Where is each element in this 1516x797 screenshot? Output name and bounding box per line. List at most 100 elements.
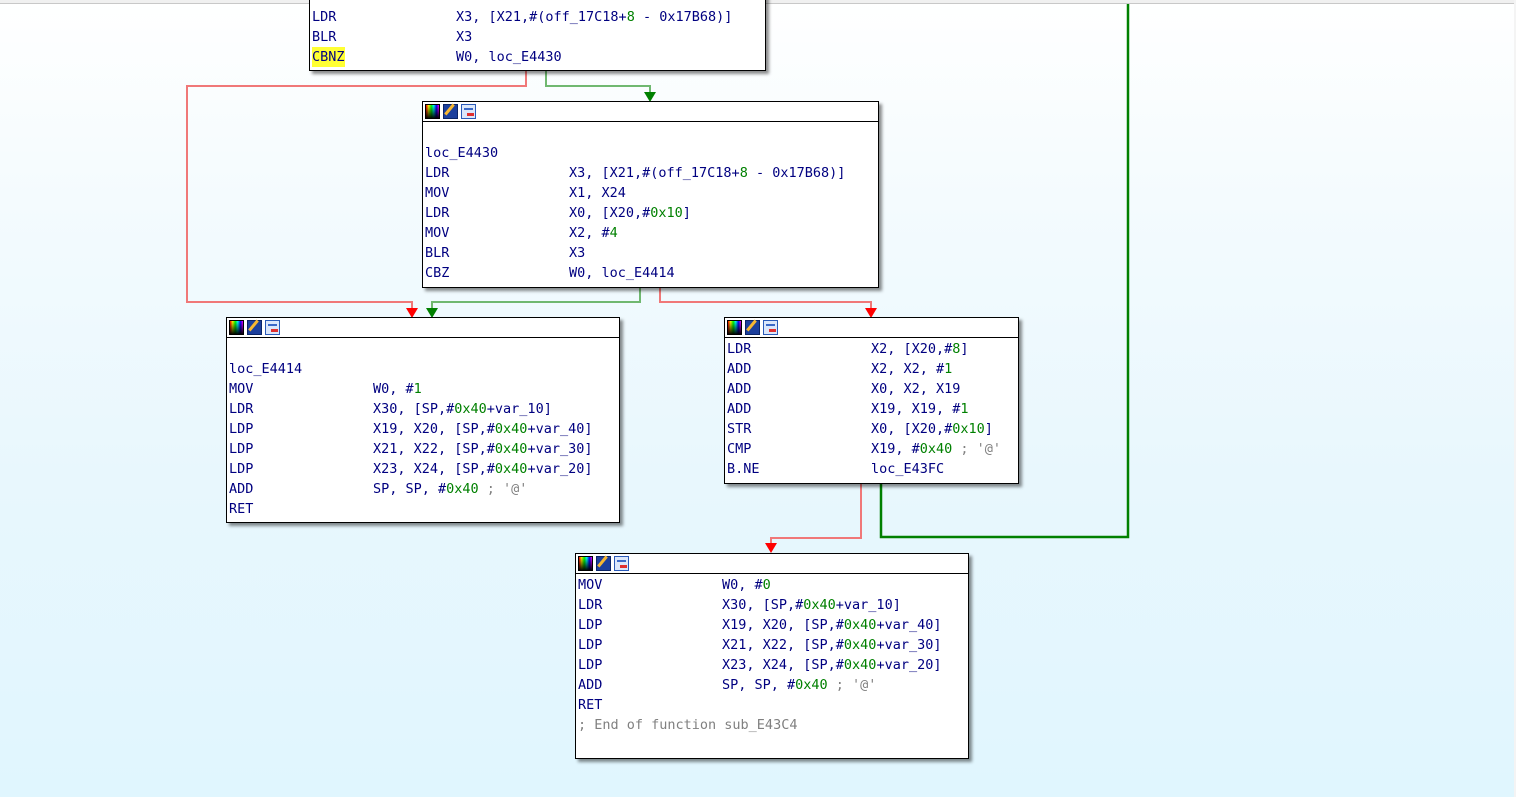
graph-nodes-icon[interactable] (614, 556, 629, 571)
operands: X19, X19, #1 (871, 399, 969, 419)
operand-text: W0, # (722, 577, 763, 593)
edit-node-icon[interactable] (745, 320, 760, 335)
instruction-row[interactable]: LDP X19, X20, [SP,#0x40+var_40] (577, 615, 968, 635)
inline-comment: ; '@' (827, 677, 877, 693)
edge-loop-to-exit[interactable] (770, 483, 862, 545)
operands: X21, X22, [SP,#0x40+var_30] (722, 635, 941, 655)
edit-node-icon[interactable] (247, 320, 262, 335)
operand-text: X23, X24, [SP,# (373, 461, 495, 477)
edit-node-icon[interactable] (596, 556, 611, 571)
operands: X3 (456, 27, 472, 47)
instruction-row[interactable]: RET (577, 695, 968, 715)
mnemonic: LDP (578, 657, 603, 673)
mnemonic: ADD (578, 677, 603, 693)
operand-text: X19, X20, [SP,# (373, 421, 495, 437)
immediate-value: 0x40 (494, 461, 528, 477)
color-palette-icon[interactable] (229, 320, 244, 335)
operand-text: X21, X22, [SP,# (722, 637, 844, 653)
graph-nodes-icon[interactable] (265, 320, 280, 335)
instruction-row[interactable]: MOV W0, #0 (577, 575, 968, 595)
operands: X23, X24, [SP,#0x40+var_20] (373, 459, 592, 479)
edit-node-icon[interactable] (443, 104, 458, 119)
instruction-row[interactable]: ADD X2, X2, #1 (726, 359, 1018, 379)
operand-text: X0, [X20,# (569, 205, 651, 221)
operands: W0, loc_E4430 (456, 47, 562, 67)
mnemonic: LDR (229, 401, 254, 417)
mnemonic: LDP (578, 617, 603, 633)
edge-loc_E4430-to-loc_E4414[interactable] (431, 287, 641, 310)
edge-loc_E4430-to-loop[interactable] (659, 287, 872, 310)
immediate-value: 0x40 (843, 617, 877, 633)
operands: X21, X22, [SP,#0x40+var_30] (373, 439, 592, 459)
graph-nodes-icon[interactable] (461, 104, 476, 119)
immediate-value: 1 (960, 401, 969, 417)
block-label[interactable]: loc_E4430 (425, 145, 499, 161)
instruction-row[interactable]: BLR X3 (311, 27, 765, 47)
instruction-row[interactable]: ADD X19, X19, #1 (726, 399, 1018, 419)
graph-nodes-icon[interactable] (763, 320, 778, 335)
edge-top-to-loc_E4430[interactable] (545, 70, 651, 94)
operand-text: X21, X22, [SP,# (373, 441, 495, 457)
operand-text: X19, X20, [SP,# (722, 617, 844, 633)
mnemonic: B.NE (727, 461, 760, 477)
block-label[interactable]: loc_E4414 (229, 361, 303, 377)
mnemonic: MOV (229, 381, 254, 397)
operand-text: +var_10] (486, 401, 552, 417)
operand-text: - 0x17B68)] (634, 9, 733, 25)
end-of-function-comment: ; End of function sub_E43C4 (578, 717, 798, 733)
edge-loop-back[interactable] (879, 4, 1130, 539)
block-header (725, 318, 1018, 338)
mnemonic: MOV (425, 225, 450, 241)
operands: X1, X24 (569, 183, 626, 203)
mnemonic: RET (229, 501, 254, 517)
edge-top-to-loc_E4414[interactable] (186, 70, 527, 310)
operands: X19, X20, [SP,#0x40+var_40] (722, 615, 941, 635)
operands: SP, SP, #0x40 ; '@' (373, 479, 527, 499)
mnemonic: MOV (578, 577, 603, 593)
color-palette-icon[interactable] (425, 104, 440, 119)
color-palette-icon[interactable] (727, 320, 742, 335)
mnemonic: ADD (727, 401, 752, 417)
operand-text: +var_20] (527, 461, 593, 477)
operands: X2, X2, #1 (871, 359, 952, 379)
operands: X3, [X21,#(off_17C18+8 - 0x17B68)] (456, 7, 732, 27)
mnemonic: ADD (727, 361, 752, 377)
operands: W0, #0 (722, 575, 771, 595)
instruction-row[interactable]: RET (228, 499, 619, 519)
color-palette-icon[interactable] (578, 556, 593, 571)
mnemonic: BLR (312, 29, 337, 45)
operand-text: ] (984, 421, 993, 437)
block-header (423, 102, 878, 122)
inline-comment: ; '@' (952, 441, 1002, 457)
block-header (227, 318, 619, 338)
immediate-value: 0x10 (650, 205, 683, 221)
